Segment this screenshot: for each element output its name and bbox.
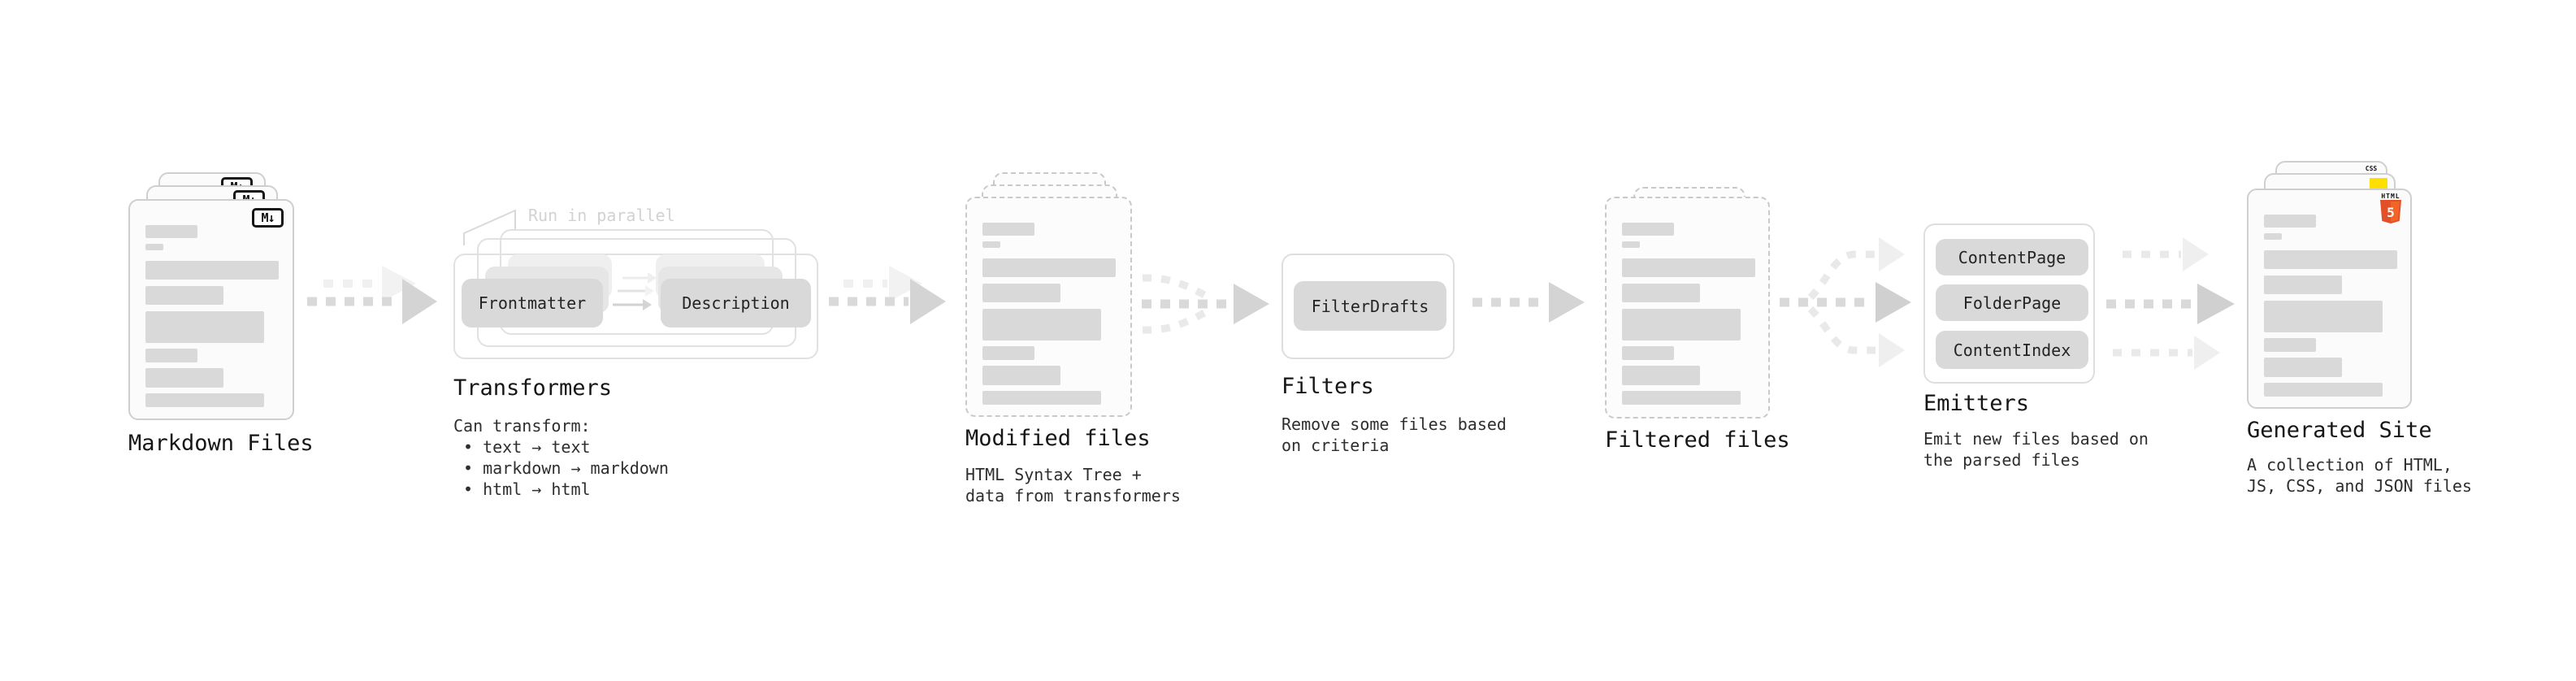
file-content-placeholder [1622, 223, 1755, 405]
subtitle-line: on criteria [1281, 436, 1390, 455]
text-line-placeholder [1622, 258, 1755, 277]
text-line-placeholder [145, 311, 264, 343]
text-line-placeholder [2264, 215, 2316, 228]
arrow-transformers-to-modified [829, 266, 946, 324]
filtered-file-card [1605, 197, 1770, 419]
subtitle-line: JS, CSS, and JSON files [2247, 476, 2472, 496]
emitters-card: ContentPage FolderPage ContentIndex [1923, 223, 2095, 384]
subtitle-line: data from transformers [965, 486, 1181, 505]
text-line-placeholder [145, 286, 223, 305]
file-content-placeholder [982, 223, 1116, 405]
emitters-subtitle: Emit new files based on the parsed files [1923, 428, 2149, 471]
generated-site-subtitle: A collection of HTML, JS, CSS, and JSON … [2247, 454, 2472, 497]
subtitle-line: Remove some files based [1281, 414, 1507, 434]
text-line-placeholder [982, 223, 1034, 236]
text-line-placeholder [982, 309, 1101, 340]
run-in-parallel-annotation: Run in parallel [528, 206, 675, 225]
text-line-placeholder [1622, 223, 1674, 236]
text-line-placeholder [2264, 301, 2383, 332]
transformers-label: Transformers [453, 375, 613, 401]
markdown-badge-text: M↓ [261, 210, 275, 225]
arrow-markdown-to-transformers [307, 266, 437, 324]
filters-subtitle: Remove some files based on criteria [1281, 414, 1507, 456]
html5-wordmark: HTML [2381, 193, 2400, 200]
text-line-placeholder [982, 284, 1060, 302]
text-line-placeholder [1622, 309, 1741, 340]
js-file-icon [2370, 178, 2387, 189]
text-line-placeholder [2264, 338, 2316, 352]
html5-icon: HTML 5 [2380, 193, 2401, 227]
contentpage-pill: ContentPage [1936, 239, 2088, 275]
arrow-emitters-to-generated [2106, 237, 2235, 370]
svg-text:5: 5 [2387, 205, 2395, 220]
subtitle-line: HTML Syntax Tree + [965, 465, 1142, 484]
frontmatter-pill: Frontmatter [462, 279, 603, 327]
text-line-placeholder [1622, 366, 1700, 385]
subtitle-line: the parsed files [1923, 450, 2080, 470]
markdown-files-label: Markdown Files [128, 431, 314, 456]
text-line-placeholder [145, 261, 279, 280]
text-line-placeholder [1622, 241, 1640, 248]
generated-site-label: Generated Site [2247, 418, 2432, 443]
arrow-filtered-to-emitters-split [1780, 237, 1911, 367]
subtitle-line: A collection of HTML, [2247, 455, 2452, 475]
bullet-item: • markdown → markdown [463, 458, 669, 478]
description-pill: Description [661, 279, 811, 327]
modified-file-card [965, 197, 1132, 417]
modified-files-subtitle: HTML Syntax Tree + data from transformer… [965, 464, 1181, 506]
markdown-icon: M↓ [252, 208, 284, 228]
filtered-files-label: Filtered files [1605, 427, 1790, 453]
modified-files-label: Modified files [965, 426, 1151, 451]
contentindex-pill: ContentIndex [1936, 331, 2088, 369]
text-line-placeholder [2264, 250, 2397, 269]
transformers-bullet-list: • text → text • markdown → markdown • ht… [463, 436, 669, 500]
text-line-placeholder [1622, 346, 1674, 360]
emitters-label: Emitters [1923, 391, 2030, 416]
bullet-item: • html → html [463, 479, 591, 499]
generated-html-file-card: HTML 5 [2247, 189, 2412, 409]
transformers-description: Can transform: [453, 416, 591, 436]
text-line-placeholder [982, 391, 1101, 405]
text-line-placeholder [145, 368, 223, 388]
text-line-placeholder [145, 225, 197, 238]
filters-label: Filters [1281, 374, 1374, 399]
html5-shield: 5 [2380, 200, 2401, 223]
text-line-placeholder [145, 349, 197, 362]
text-line-placeholder [982, 366, 1060, 385]
file-content-placeholder [145, 225, 279, 407]
text-line-placeholder [2264, 275, 2342, 294]
text-line-placeholder [982, 346, 1034, 360]
text-line-placeholder [1622, 284, 1700, 302]
folderpage-pill: FolderPage [1936, 284, 2088, 321]
text-line-placeholder [982, 241, 1000, 248]
filterdrafts-pill: FilterDrafts [1294, 281, 1446, 331]
markdown-file-card: M↓ [128, 199, 294, 420]
text-line-placeholder [145, 244, 163, 250]
filters-card: FilterDrafts [1281, 254, 1455, 359]
text-line-placeholder [2264, 233, 2282, 240]
text-line-placeholder [982, 258, 1116, 277]
transformer-card-front [453, 254, 818, 359]
arrow-filters-to-filtered [1472, 282, 1585, 323]
css-badge-text: CSS [2365, 165, 2378, 172]
bullet-item: • text → text [463, 437, 591, 457]
text-line-placeholder [145, 393, 264, 407]
text-line-placeholder [1622, 391, 1741, 405]
file-content-placeholder [2264, 215, 2397, 397]
subtitle-line: Emit new files based on [1923, 429, 2149, 449]
text-line-placeholder [2264, 358, 2342, 377]
text-line-placeholder [2264, 383, 2383, 397]
arrow-modified-to-filters-merge [1142, 274, 1269, 334]
